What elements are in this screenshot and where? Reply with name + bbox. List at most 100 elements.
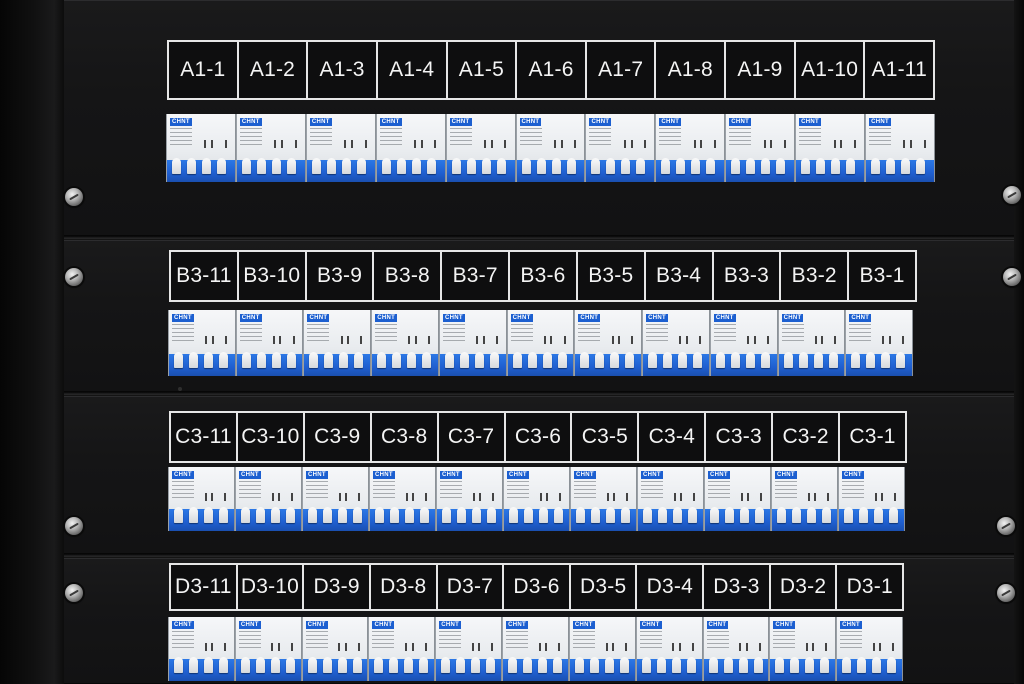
breaker-toggle-handle[interactable] [783,352,793,368]
breaker-toggle-handle[interactable] [322,657,332,673]
circuit-breaker[interactable]: CHNT [168,467,235,531]
breaker-toggle-handle[interactable] [746,158,756,174]
breaker-toggle-handle[interactable] [822,507,831,523]
breaker-toggle-handle[interactable] [857,657,867,673]
breaker-toggle-handle[interactable] [889,507,898,523]
circuit-breaker[interactable]: CHNT [368,617,436,681]
breaker-toggle-handle[interactable] [375,507,384,523]
circuit-breaker[interactable]: CHNT [506,310,575,376]
breaker-toggle-handle[interactable] [489,352,499,368]
breaker-toggle-handle[interactable] [459,352,469,368]
breaker-toggle-handle[interactable] [474,352,484,368]
breaker-toggle-handle[interactable] [326,158,336,174]
breaker-toggle-handle[interactable] [828,352,838,368]
breaker-toggle-handle[interactable] [887,657,897,673]
breaker-toggle-handle[interactable] [643,507,652,523]
circuit-breaker[interactable]: CHNT [235,114,306,182]
breaker-toggle-handle[interactable] [407,352,417,368]
breaker-toggle-handle[interactable] [270,657,280,673]
breaker-toggle-handle[interactable] [661,158,671,174]
breaker-toggle-handle[interactable] [309,352,319,368]
breaker-toggle-handle[interactable] [536,158,546,174]
circuit-breaker[interactable]: CHNT [865,114,935,182]
breaker-toggle-handle[interactable] [731,158,741,174]
breaker-toggle-handle[interactable] [286,352,296,368]
breaker-toggle-handle[interactable] [508,657,518,673]
circuit-breaker[interactable]: CHNT [769,617,837,681]
circuit-breaker[interactable]: CHNT [637,467,704,531]
breaker-toggle-handle[interactable] [636,158,646,174]
breaker-toggle-handle[interactable] [896,352,906,368]
breaker-toggle-handle[interactable] [256,507,265,523]
breaker-toggle-handle[interactable] [523,657,533,673]
circuit-breaker[interactable]: CHNT [702,617,770,681]
breaker-toggle-handle[interactable] [686,657,696,673]
breaker-toggle-handle[interactable] [693,352,703,368]
breaker-toggle-handle[interactable] [396,158,406,174]
breaker-toggle-handle[interactable] [792,507,801,523]
circuit-breaker[interactable]: CHNT [777,310,846,376]
breaker-toggle-handle[interactable] [442,507,451,523]
circuit-breaker[interactable]: CHNT [305,114,376,182]
circuit-breaker[interactable]: CHNT [709,310,778,376]
breaker-toggle-handle[interactable] [604,657,614,673]
circuit-breaker[interactable]: CHNT [436,467,503,531]
breaker-toggle-handle[interactable] [730,352,740,368]
breaker-toggle-handle[interactable] [426,158,436,174]
breaker-toggle-handle[interactable] [715,352,725,368]
breaker-toggle-handle[interactable] [286,158,296,174]
breaker-toggle-handle[interactable] [219,507,228,523]
breaker-toggle-handle[interactable] [874,507,883,523]
circuit-breaker[interactable]: CHNT [838,467,905,531]
breaker-toggle-handle[interactable] [595,352,605,368]
breaker-toggle-handle[interactable] [339,352,349,368]
breaker-toggle-handle[interactable] [404,657,414,673]
breaker-toggle-handle[interactable] [553,657,563,673]
breaker-toggle-handle[interactable] [174,507,183,523]
circuit-breaker[interactable]: CHNT [635,617,703,681]
breaker-toggle-handle[interactable] [204,352,213,368]
circuit-breaker[interactable]: CHNT [301,617,369,681]
breaker-toggle-handle[interactable] [352,657,362,673]
breaker-toggle-handle[interactable] [374,657,384,673]
breaker-toggle-handle[interactable] [723,657,733,673]
breaker-toggle-handle[interactable] [805,657,815,673]
breaker-toggle-handle[interactable] [775,657,785,673]
breaker-toggle-handle[interactable] [527,352,537,368]
circuit-breaker[interactable]: CHNT [574,310,643,376]
breaker-toggle-handle[interactable] [308,507,317,523]
circuit-breaker[interactable]: CHNT [303,310,372,376]
circuit-breaker[interactable]: CHNT [845,310,914,376]
breaker-toggle-handle[interactable] [574,657,584,673]
breaker-toggle-handle[interactable] [658,507,667,523]
breaker-toggle-handle[interactable] [451,158,461,174]
circuit-breaker[interactable]: CHNT [371,310,439,376]
breaker-toggle-handle[interactable] [481,158,491,174]
breaker-toggle-handle[interactable] [554,507,563,523]
circuit-breaker[interactable]: CHNT [234,617,302,681]
breaker-toggle-handle[interactable] [619,657,629,673]
breaker-toggle-handle[interactable] [777,507,786,523]
breaker-toggle-handle[interactable] [881,352,891,368]
breaker-toggle-handle[interactable] [381,158,391,174]
circuit-breaker[interactable]: CHNT [585,114,656,182]
breaker-toggle-handle[interactable] [256,158,266,174]
breaker-toggle-handle[interactable] [174,657,183,673]
breaker-toggle-handle[interactable] [648,352,658,368]
circuit-breaker[interactable]: CHNT [445,114,516,182]
breaker-toggle-handle[interactable] [204,657,213,673]
circuit-breaker[interactable]: CHNT [503,467,570,531]
breaker-toggle-handle[interactable] [241,158,251,174]
breaker-toggle-handle[interactable] [846,158,856,174]
breaker-toggle-handle[interactable] [271,507,280,523]
breaker-toggle-handle[interactable] [591,507,600,523]
breaker-toggle-handle[interactable] [538,657,548,673]
breaker-toggle-handle[interactable] [521,158,531,174]
breaker-toggle-handle[interactable] [338,507,347,523]
breaker-toggle-handle[interactable] [820,657,830,673]
breaker-toggle-handle[interactable] [174,352,183,368]
breaker-toggle-handle[interactable] [676,158,686,174]
breaker-toggle-handle[interactable] [392,352,402,368]
circuit-breaker[interactable]: CHNT [836,617,903,681]
breaker-toggle-handle[interactable] [866,352,876,368]
